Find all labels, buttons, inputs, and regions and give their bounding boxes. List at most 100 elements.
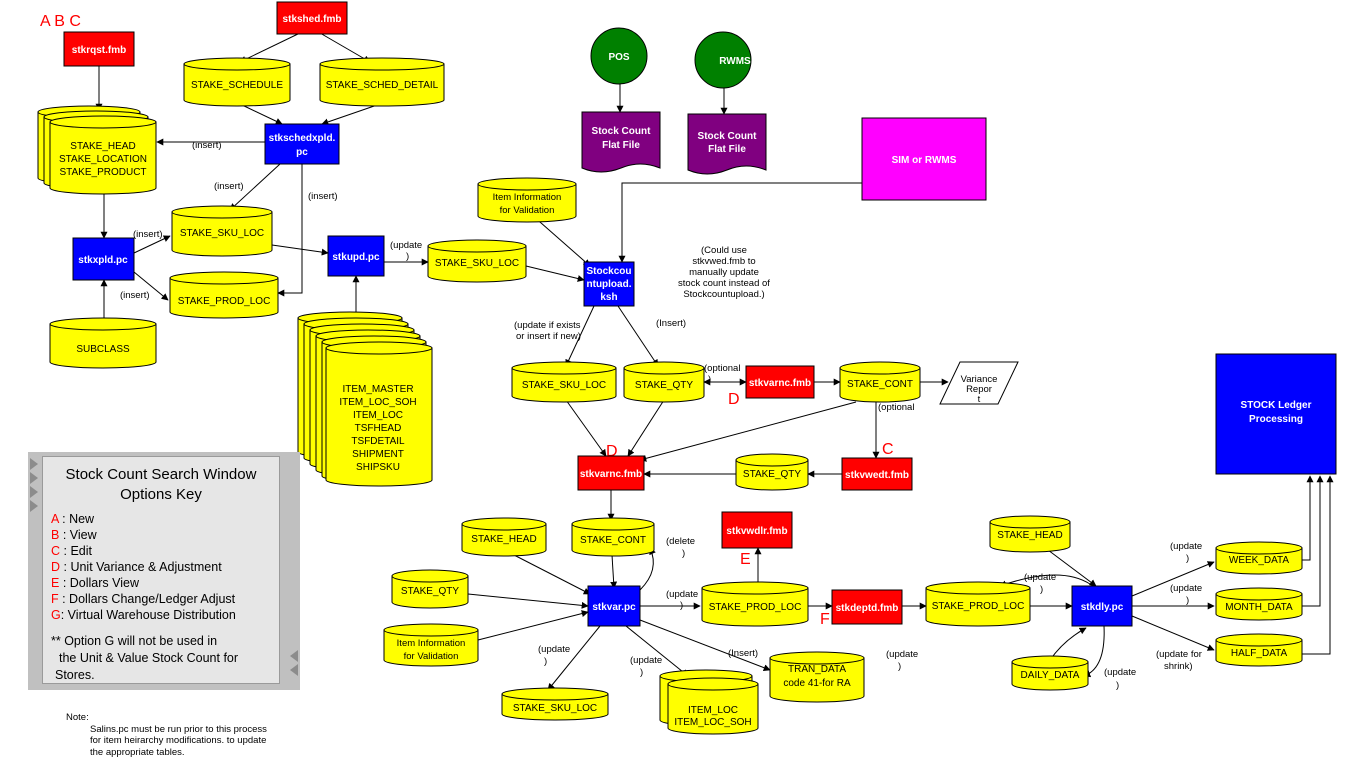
svg-text:STAKE_QTY: STAKE_QTY: [635, 380, 693, 391]
svg-text:ITEM_LOC_SOH: ITEM_LOC_SOH: [339, 397, 416, 408]
form-stkshed[interactable]: stkshed.fmb: [276, 1, 348, 35]
program-stockcountupload[interactable]: Stockcou ntupload. ksh: [583, 261, 635, 307]
svg-text:stkvarnc.fmb: stkvarnc.fmb: [580, 469, 642, 480]
svg-text:STAKE_CONT: STAKE_CONT: [847, 379, 913, 390]
output-variance-report: Variance Repor t: [939, 361, 1019, 405]
svg-text:Stockcountupload.): Stockcountupload.): [683, 289, 764, 300]
svg-text:or insert if new): or insert if new): [516, 331, 581, 342]
svg-text:code 41-for RA: code 41-for RA: [783, 678, 851, 689]
options-key-item: F : Dollars Change/Ledger Adjust: [51, 591, 279, 607]
table-stake-sku-loc-1: STAKE_SKU_LOC: [171, 205, 273, 257]
table-daily-data: DAILY_DATA: [1011, 655, 1089, 691]
svg-text:DAILY_DATA: DAILY_DATA: [1021, 670, 1080, 681]
program-stkvar[interactable]: stkvar.pc: [587, 585, 641, 627]
svg-text:(insert): (insert): [308, 191, 338, 202]
flow-arrows: [95, 32, 1334, 691]
options-key-label: : Dollars View: [59, 576, 140, 590]
svg-text:TSFHEAD: TSFHEAD: [355, 423, 402, 434]
table-tran-data: TRAN_DATA code 41-for RA: [769, 651, 865, 703]
options-key-item: E : Dollars View: [51, 575, 279, 591]
program-stkdly[interactable]: stkdly.pc: [1071, 585, 1133, 627]
svg-text:): ): [1116, 680, 1119, 691]
svg-text:STAKE_LOCATION: STAKE_LOCATION: [59, 154, 147, 165]
svg-text:(update for: (update for: [1156, 649, 1202, 660]
svg-text:): ): [1186, 595, 1189, 606]
svg-text:ITEM_LOC: ITEM_LOC: [688, 705, 738, 716]
svg-text:STAKE_PRODUCT: STAKE_PRODUCT: [59, 167, 146, 178]
table-stake-prod-loc-3: STAKE_PROD_LOC: [925, 581, 1031, 627]
options-key-label: : New: [58, 512, 95, 526]
options-key-label: : Unit Variance & Adjustment: [60, 560, 222, 574]
svg-text:stkupd.pc: stkupd.pc: [332, 252, 380, 263]
svg-text:Stock Count: Stock Count: [698, 131, 758, 142]
svg-text:STOCK Ledger: STOCK Ledger: [1241, 400, 1312, 411]
svg-text:Stockcou: Stockcou: [586, 266, 631, 277]
note-line: for item heirarchy modifications. to upd…: [90, 735, 267, 746]
svg-text:(optional: (optional: [704, 363, 740, 374]
note-line: the appropriate tables.: [90, 746, 185, 758]
svg-text:SHIPSKU: SHIPSKU: [356, 462, 400, 473]
svg-text:STAKE_SKU_LOC: STAKE_SKU_LOC: [180, 228, 264, 239]
form-stkvwdlr[interactable]: stkvwdlr.fmb: [721, 511, 793, 549]
svg-text:(update if exists: (update if exists: [514, 320, 581, 331]
program-stkschedxpld[interactable]: stkschedxpld. pc: [264, 123, 340, 165]
svg-text:stkdly.pc: stkdly.pc: [1081, 602, 1124, 613]
table-month-data: MONTH_DATA: [1215, 587, 1303, 621]
svg-text:(insert): (insert): [133, 229, 163, 240]
svg-text:HALF_DATA: HALF_DATA: [1231, 648, 1288, 659]
svg-text:TSFDETAIL: TSFDETAIL: [351, 436, 405, 447]
options-key-footnote-line: the Unit & Value Stock Count for: [59, 651, 239, 665]
svg-text:ITEM_LOC: ITEM_LOC: [353, 410, 403, 421]
svg-text:for Validation: for Validation: [404, 651, 459, 662]
form-stkvarnc-main[interactable]: stkvarnc.fmb: [577, 455, 645, 491]
svg-text:STAKE_PROD_LOC: STAKE_PROD_LOC: [932, 601, 1025, 612]
options-key-letter: E: [51, 576, 60, 590]
option-letter-d-top: D: [728, 391, 740, 408]
panel-corner-icon: [290, 650, 298, 662]
svg-text:): ): [898, 661, 901, 672]
svg-text:manually update: manually update: [689, 267, 759, 278]
program-stkupd[interactable]: stkupd.pc: [327, 235, 385, 277]
form-stkdeptd[interactable]: stkdeptd.fmb: [831, 589, 903, 625]
form-stkvarnc-top[interactable]: stkvarnc.fmb: [745, 365, 815, 399]
form-stkrqst[interactable]: stkrqst.fmb: [63, 31, 135, 67]
form-stkvwedt[interactable]: stkvwedt.fmb: [841, 457, 913, 491]
options-key-letter: B: [51, 528, 60, 542]
table-week-data: WEEK_DATA: [1215, 541, 1303, 575]
svg-text:): ): [1040, 584, 1043, 595]
svg-text:(update: (update: [1170, 583, 1202, 594]
table-item-information-1: Item Information for Validation: [477, 177, 577, 223]
options-key-item: G: Virtual Warehouse Distribution: [51, 607, 279, 623]
svg-text:stkvar.pc: stkvar.pc: [592, 602, 636, 613]
svg-text:(delete: (delete: [666, 536, 695, 547]
table-stake-sku-loc-2: STAKE_SKU_LOC: [427, 239, 527, 283]
table-half-data: HALF_DATA: [1215, 633, 1303, 667]
svg-text:Item Information: Item Information: [493, 192, 562, 203]
options-key-footnote: ** Option G will not be used in the Unit…: [43, 633, 279, 684]
svg-text:Variance: Variance: [961, 374, 998, 385]
svg-text:STAKE_PROD_LOC: STAKE_PROD_LOC: [178, 296, 271, 307]
svg-text:pc: pc: [296, 147, 308, 158]
svg-text:stock count instead of: stock count instead of: [678, 278, 770, 289]
panel-corner-icon: [30, 472, 38, 484]
program-stock-ledger-processing[interactable]: STOCK Ledger Processing: [1215, 353, 1337, 475]
options-key-item: B : View: [51, 527, 279, 543]
options-key-title-line: Stock Count Search Window: [65, 466, 257, 483]
svg-text:(update: (update: [390, 240, 422, 251]
option-letter-d-main: D: [606, 443, 618, 460]
svg-text:Flat File: Flat File: [602, 140, 640, 151]
program-stkxpld[interactable]: stkxpld.pc: [72, 237, 135, 281]
svg-text:(update: (update: [1170, 541, 1202, 552]
options-key-item: C : Edit: [51, 543, 279, 559]
options-key-footnote-line: ** Option G will not be used in: [51, 634, 218, 648]
options-key-letter: A: [51, 512, 59, 526]
source-sim-or-rwms: SIM or RWMS: [861, 117, 987, 201]
svg-text:t: t: [978, 394, 981, 405]
table-subclass: SUBCLASS: [49, 317, 157, 369]
svg-text:(update: (update: [886, 649, 918, 660]
svg-text:(update: (update: [1024, 572, 1056, 583]
options-key-letter: C: [51, 544, 61, 558]
note-heading: Note:: [66, 712, 89, 723]
options-key-item: A : New: [51, 511, 279, 527]
table-stake-head-3: STAKE_HEAD: [989, 515, 1071, 553]
